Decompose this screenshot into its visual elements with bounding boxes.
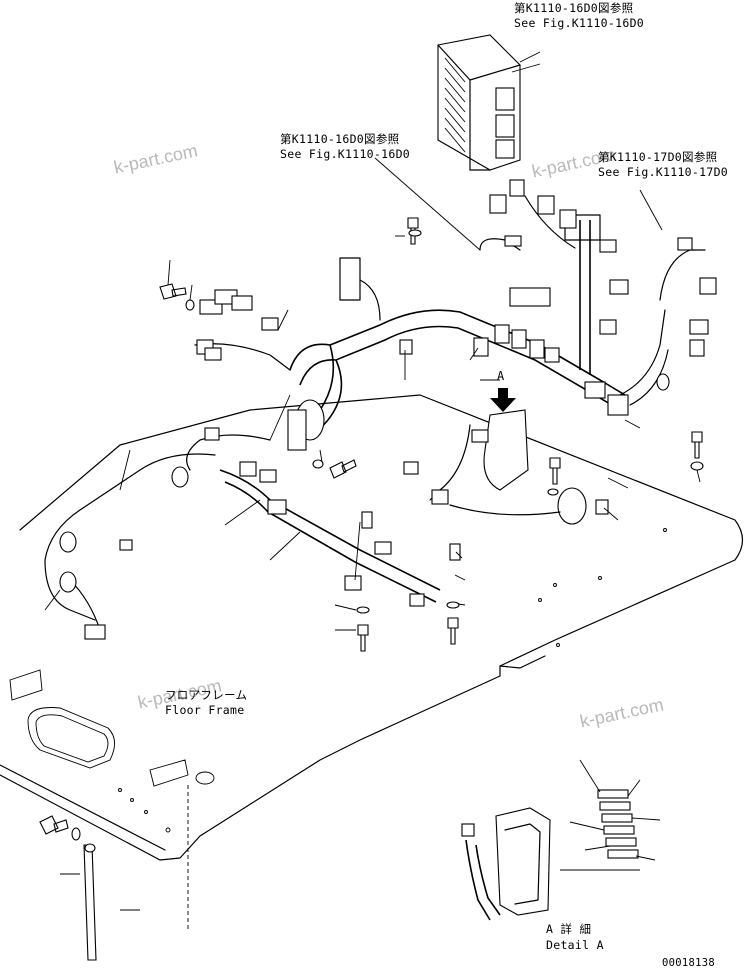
detail-a-view — [461, 759, 661, 921]
reference-top-jp: 第K1110-16D0図参照 — [514, 1, 634, 15]
reference-mid-jp: 第K1110-16D0図参照 — [280, 132, 400, 146]
controller-unit — [437, 34, 541, 171]
view-arrow-a — [490, 388, 516, 412]
reference-top-en: See Fig.K1110-16D0 — [514, 16, 645, 30]
floor-frame-plate — [0, 394, 744, 861]
view-a-callout: A — [497, 369, 505, 383]
detail-a-label-en: Detail A — [546, 938, 604, 952]
drawing-number: 00018138 — [662, 957, 715, 969]
reference-mid-en: See Fig.K1110-16D0 — [280, 147, 411, 161]
reference-right-jp: 第K1110-17D0図参照 — [598, 150, 718, 164]
reference-right-en: See Fig.K1110-17D0 — [598, 165, 729, 179]
main-harness — [39, 63, 717, 961]
floor-frame-label-en: Floor Frame — [165, 703, 245, 717]
detail-a-label-jp: A 詳 細 — [546, 922, 592, 936]
floor-frame-label-jp: フロアフレーム — [165, 688, 248, 702]
